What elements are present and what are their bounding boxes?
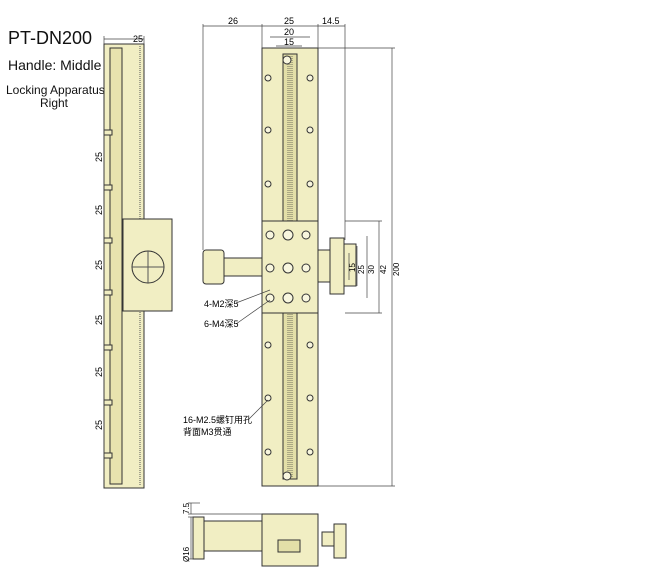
- top-dim-26: 26: [228, 16, 238, 26]
- lock-body: [317, 249, 331, 283]
- carriage-hole-9: [301, 293, 311, 303]
- locking-label-line1: Locking Apparatus:: [6, 83, 109, 97]
- side-screw-ticks: [103, 129, 113, 459]
- top-dim-25: 25: [284, 16, 294, 26]
- model-title: PT-DN200: [8, 28, 93, 48]
- hole-bottom-1: [282, 471, 292, 481]
- callout-m2: 4-M2深5: [204, 299, 239, 309]
- carriage-hole-4: [265, 263, 275, 273]
- front-handle-knob: [202, 249, 225, 285]
- top-dim-14-5: 14.5: [322, 16, 340, 26]
- handle-label: Handle: Middle: [8, 57, 102, 73]
- bottom-dimlines: [188, 502, 262, 560]
- bottom-dim-7-5: 7.5: [182, 502, 191, 514]
- bottom-view: [192, 513, 347, 567]
- front-top-dimlines: [202, 24, 346, 250]
- callout-holes-line1: 16-M2.5螺钉用孔: [183, 415, 252, 425]
- bottom-rack: [277, 539, 301, 553]
- carriage-hole-1: [265, 230, 275, 240]
- carriage-hole-2: [282, 229, 294, 241]
- top-dim-15: 15: [284, 37, 294, 47]
- lock-lever: [343, 243, 357, 287]
- pitch-label-3: 25: [94, 260, 104, 270]
- front-handle-shaft: [223, 257, 263, 277]
- bottom-lock-lever: [333, 523, 347, 559]
- right-dim-30: 30: [367, 265, 376, 274]
- pitch-label-6: 25: [94, 420, 104, 430]
- bottom-lock-body: [321, 531, 335, 547]
- locking-label-line2: Right: [40, 96, 69, 110]
- bottom-carriage: [261, 513, 319, 567]
- carriage-hole-6: [301, 263, 311, 273]
- callout-leaders: [235, 289, 271, 421]
- right-dim-25: 25: [357, 265, 366, 274]
- carriage-hole-3: [301, 230, 311, 240]
- lock-bracket: [329, 237, 345, 295]
- pitch-label-5: 25: [94, 367, 104, 377]
- bottom-dim-dia16: Ø16: [182, 546, 191, 562]
- carriage-hole-8: [282, 292, 294, 304]
- side-width-dim: [103, 36, 145, 44]
- rail-screw-holes: [264, 74, 314, 456]
- pitch-label-1: 25: [94, 152, 104, 162]
- bottom-shaft: [203, 520, 263, 552]
- carriage-hole-7: [265, 293, 275, 303]
- side-width-label: 25: [133, 34, 143, 44]
- right-dim-labels: 15 25 30 42 200: [348, 262, 401, 276]
- bottom-knob: [192, 516, 205, 560]
- top-dim-20: 20: [284, 27, 294, 37]
- pitch-label-2: 25: [94, 205, 104, 215]
- front-right-dimlines: [318, 47, 395, 487]
- carriage-hole-5: [282, 262, 294, 274]
- right-dim-15: 15: [348, 263, 357, 272]
- pitch-label-4: 25: [94, 315, 104, 325]
- right-dim-200: 200: [392, 262, 401, 276]
- callout-m4: 6-M4深5: [204, 319, 239, 329]
- hole-top-1: [282, 55, 292, 65]
- callout-holes-line2: 背面M3贯通: [183, 426, 232, 437]
- side-pitch-labels: 25 25 25 25 25 25: [94, 152, 104, 430]
- front-mount-holes: [265, 55, 311, 481]
- right-dim-42: 42: [379, 265, 388, 274]
- side-view: [103, 43, 173, 489]
- side-rail-inner: [109, 47, 123, 485]
